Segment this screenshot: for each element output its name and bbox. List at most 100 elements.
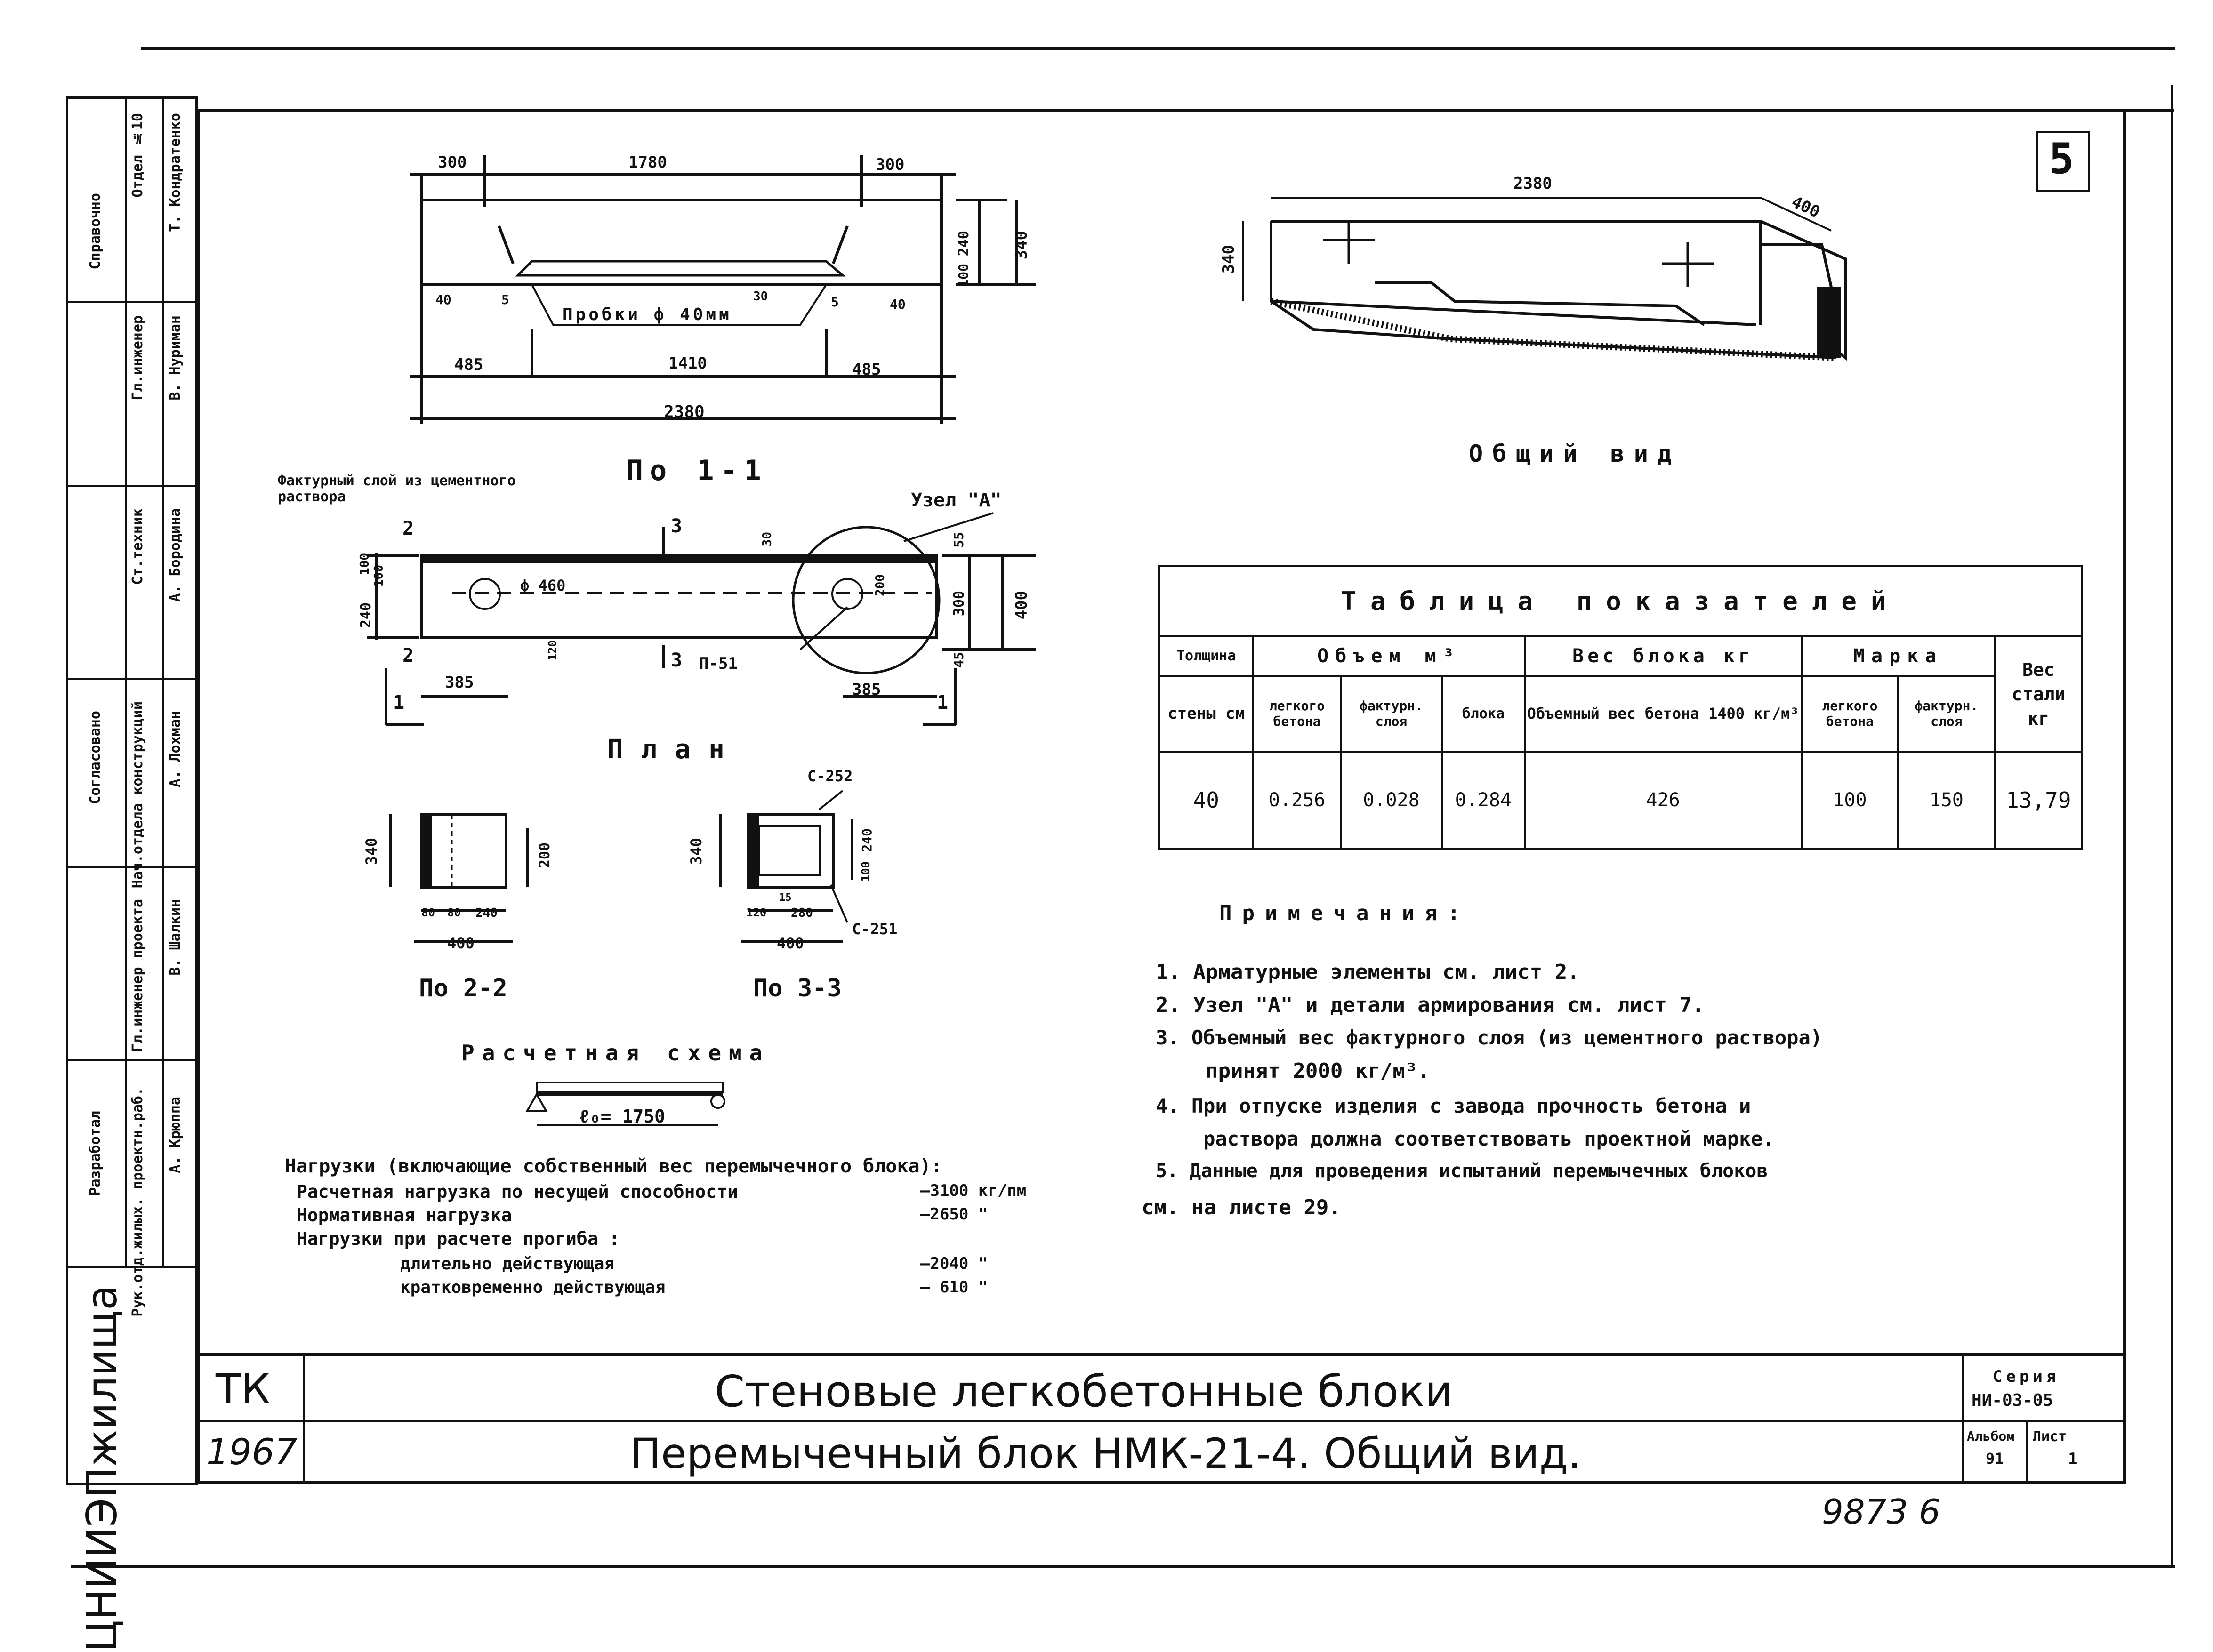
- note-5b: см. на листе 29.: [1142, 1195, 1341, 1219]
- s33-dim-120: 120: [746, 906, 767, 919]
- s11-dim-300-left: 300: [438, 153, 467, 172]
- load-row-2-label: Нормативная нагрузка: [297, 1205, 512, 1226]
- s22-dim-400: 400: [447, 934, 475, 952]
- page-number: 5: [2049, 134, 2075, 184]
- note-4b: раствора должна соответствовать проектно…: [1156, 1127, 1775, 1150]
- plan-mark-3-bottom: 3: [671, 650, 683, 671]
- sidebar: Рук.отд.жилых. проектн.раб. А. Крюппа Гл…: [66, 96, 200, 1652]
- outer-right: [2171, 85, 2173, 1567]
- loads-header: Нагрузки (включающие собственный вес пер…: [285, 1155, 942, 1177]
- calc-scheme-caption: Расчетная схема: [461, 1040, 770, 1066]
- page-number-box: [2036, 131, 2090, 192]
- note-3b: принят 2000 кг/м³.: [1156, 1059, 1430, 1083]
- cell-mark-light: 100: [1800, 751, 1899, 850]
- plan-dim-45: 45: [951, 652, 966, 668]
- table-title: Таблица показателей: [1158, 564, 2083, 638]
- node-a-circle: [792, 526, 941, 674]
- s11-dim-100: 100: [956, 264, 971, 288]
- top-rule: [141, 47, 2175, 50]
- th-weight-sub: Объемный вес бетона 1400 кг/м³: [1523, 674, 1803, 753]
- s11-dim-5-left: 5: [501, 292, 509, 307]
- load-row-3-label: Нагрузки при расчете прогиба :: [297, 1228, 620, 1249]
- bottom-number: 9873 6: [1822, 1492, 1940, 1532]
- plan-node-label: Узел "А": [911, 489, 1002, 511]
- org-short: ТК: [216, 1365, 271, 1413]
- cell-thickness: 40: [1158, 751, 1255, 850]
- plan-dim-55: 55: [951, 532, 966, 548]
- cell-vol-light: 0.256: [1252, 751, 1342, 850]
- s11-dim-40-right: 40: [890, 297, 906, 312]
- plan-mark-3-top: 3: [671, 515, 683, 537]
- calc-scheme-span: ℓ₀= 1750: [579, 1106, 665, 1127]
- plan-label-p51: П-51: [699, 654, 738, 673]
- plan-facing-layer: [421, 555, 937, 562]
- album-label: Альбом: [1967, 1428, 2015, 1444]
- th-thickness: Толщина: [1158, 635, 1255, 677]
- load-row-1-value: —3100 кг/пм: [920, 1181, 1027, 1200]
- s33-c252: С-252: [807, 767, 853, 785]
- s11-dim-340: 340: [1012, 231, 1031, 260]
- gv-dim-height: 340: [1219, 245, 1238, 274]
- plan-mark-2-top: 2: [402, 518, 414, 539]
- plan-dim-30: 30: [760, 532, 774, 547]
- section-2-2-outline: [420, 813, 507, 889]
- th-vol-block: блока: [1441, 674, 1526, 753]
- sheet-label: Лист: [2033, 1428, 2067, 1445]
- indicators-table: Таблица показателей Толщина Объем м³ Вес…: [1158, 564, 2084, 850]
- note-1: 1. Арматурные элементы см. лист 2.: [1156, 960, 1580, 984]
- section-1-1-outline: [420, 199, 943, 286]
- frame-right: [2123, 109, 2126, 1484]
- plan-mark-1-right: 1: [937, 692, 949, 714]
- th-mark-light: легкого бетона: [1800, 674, 1899, 753]
- cell-weight: 426: [1523, 751, 1803, 850]
- s11-dim-485-left: 485: [454, 355, 483, 374]
- gv-dim-length: 2380: [1513, 174, 1552, 193]
- plan-dim-300: 300: [951, 591, 967, 617]
- th-vol-light: легкого бетона: [1252, 674, 1342, 753]
- s11-dim-240: 240: [956, 231, 972, 257]
- th-steel: Вес стали кг: [1994, 635, 2084, 753]
- load-row-4-value: —2040 ": [920, 1254, 988, 1273]
- note-2: 2. Узел "А" и детали армирования см. лис…: [1156, 993, 1705, 1017]
- plan-dim-100b: 100: [372, 565, 386, 587]
- frame-bottom: [197, 1481, 2126, 1484]
- load-row-2-value: —2650 ": [920, 1205, 988, 1224]
- plan-mark-1-left: 1: [393, 692, 405, 714]
- cell-vol-fact: 0.028: [1339, 751, 1443, 850]
- plan-outline: [420, 554, 938, 639]
- plan-dim-400: 400: [1012, 591, 1031, 620]
- bottom-rule: [71, 1565, 2175, 1568]
- s11-dim-1780: 1780: [628, 153, 667, 172]
- s33-c251: С-251: [852, 920, 898, 938]
- series-value: НИ-03-05: [1972, 1391, 2053, 1410]
- th-vol-fact: фактурн. слоя: [1339, 674, 1443, 753]
- drawings: [367, 155, 1847, 1126]
- s22-dim-240: 240: [475, 906, 498, 920]
- plan-mark-2-bottom: 2: [402, 645, 414, 666]
- s11-dim-2380: 2380: [664, 402, 705, 422]
- section-1-1-plug-zone: [531, 284, 827, 326]
- s22-caption: По 2-2: [419, 974, 507, 1002]
- load-row-1-label: Расчетная нагрузка по несущей способност…: [297, 1181, 738, 1202]
- load-row-4-label: длительно действующая: [400, 1254, 615, 1274]
- plan-dim-120: 120: [546, 640, 559, 661]
- th-mark: Марка: [1800, 635, 1996, 677]
- general-view-outline: [1271, 220, 1847, 361]
- plan-dim-385-left: 385: [445, 673, 474, 692]
- th-mark-fact: фактурн. слоя: [1897, 674, 1996, 753]
- s33-dim-400: 400: [777, 934, 804, 952]
- section-1-1-recess: [515, 260, 846, 277]
- th-volume: Объем м³: [1252, 635, 1526, 677]
- year: 1967: [206, 1431, 298, 1473]
- s11-dim-485-right: 485: [852, 360, 881, 379]
- s22-dim-200: 200: [537, 842, 553, 868]
- s11-caption: По 1-1: [626, 454, 768, 487]
- s33-dim-240: 240: [859, 828, 875, 852]
- sheet-value: 1: [2068, 1450, 2078, 1468]
- s33-caption: По 3-3: [753, 974, 842, 1002]
- s33-dim-15: 15: [779, 892, 792, 904]
- plan-caption: План: [607, 734, 742, 765]
- plan-layer-label: Фактурный слой из цементного раствора: [278, 473, 516, 505]
- plan-dim-385-right: 385: [852, 680, 881, 699]
- th-thickness-sub: стены см: [1158, 674, 1255, 753]
